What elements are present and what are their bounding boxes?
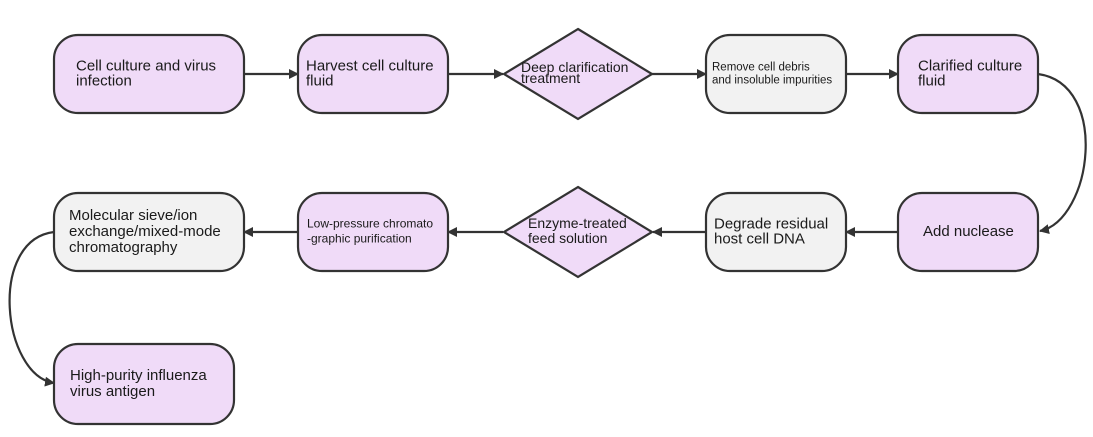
- node-label-line: Clarified culture: [918, 57, 1022, 74]
- node-label-line: Enzyme-treated: [528, 215, 627, 231]
- node-label-line: Deep clarification: [521, 59, 628, 75]
- process-box: [296, 33, 450, 115]
- process-box: [896, 191, 1040, 273]
- node-label-line: host cell DNA: [714, 230, 805, 247]
- process-box: [704, 191, 848, 273]
- decision-diamond: [501, 27, 655, 121]
- node-label-line: treatment: [521, 70, 580, 86]
- node-label-line: exchange/mixed-mode: [69, 223, 221, 240]
- process-box: [896, 33, 1040, 115]
- edges: [8, 69, 1087, 387]
- node-label-line: Degrade residual: [714, 215, 828, 232]
- process-box: [704, 33, 848, 115]
- node-label-line: feed solution: [528, 230, 607, 246]
- node-label-line: Molecular sieve/ion: [69, 207, 197, 224]
- edge-n5-to-n6: [1037, 72, 1087, 235]
- process-box: [52, 191, 246, 273]
- node-n9: Low-pressure chromato-graphic purificati…: [296, 191, 450, 273]
- node-label-line: fluid: [306, 72, 334, 89]
- node-label-line: virus antigen: [70, 383, 155, 400]
- node-label-line: Harvest cell culture: [306, 57, 434, 74]
- edge-n10-to-n11: [8, 230, 55, 387]
- node-n10: Molecular sieve/ionexchange/mixed-modech…: [52, 191, 246, 273]
- node-label-line: infection: [76, 72, 132, 89]
- node-label-line: High-purity influenza: [70, 367, 207, 384]
- node-label-line: Low-pressure chromato: [307, 217, 433, 231]
- node-label-line: -graphic purification: [307, 232, 412, 246]
- process-box: [52, 342, 236, 426]
- decision-diamond: [501, 185, 655, 279]
- node-label-line: fluid: [918, 72, 946, 89]
- node-label-line: and insoluble impurities: [712, 75, 832, 87]
- node-label-line: Cell culture and virus: [76, 57, 216, 74]
- node-label-line: Remove cell debris: [712, 62, 810, 74]
- node-label-line: Add nuclease: [923, 223, 1014, 240]
- node-label-line: chromatography: [69, 239, 178, 256]
- node-n6: Add nuclease: [896, 191, 1040, 273]
- process-box: [52, 33, 246, 115]
- process-box: [296, 191, 450, 273]
